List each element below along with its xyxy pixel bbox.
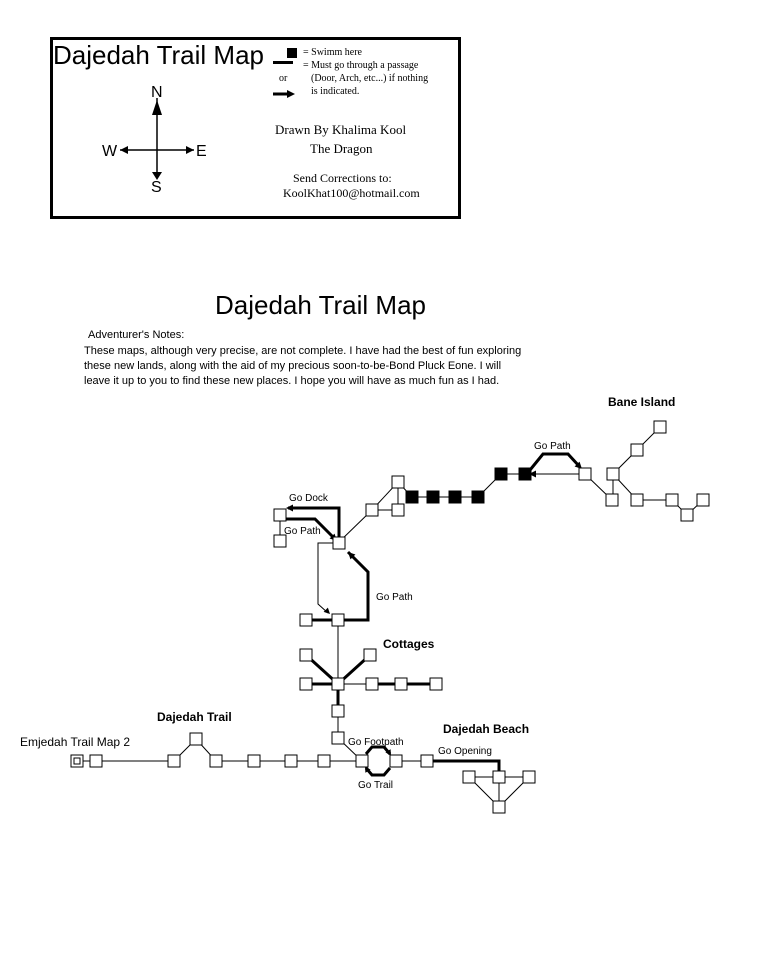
room — [605, 493, 619, 507]
arrowhead-icon — [348, 552, 356, 560]
room — [273, 508, 287, 522]
room — [394, 677, 408, 691]
passage-line — [528, 452, 581, 471]
swim-room — [518, 467, 532, 481]
path-label-go-dock: Go Dock — [289, 493, 329, 504]
corrections-email[interactable]: KoolKhat100@hotmail.com — [283, 186, 420, 200]
room — [420, 754, 434, 768]
room — [429, 677, 443, 691]
room — [462, 770, 476, 784]
passage-line — [338, 550, 370, 622]
corrections-label: Send Corrections to: — [293, 171, 392, 185]
legend-box: Dajedah Trail Map = Swimm here = Must go… — [50, 37, 461, 219]
arrowhead-icon — [529, 470, 536, 478]
legend-passage-1: = Must go through a passage — [303, 60, 419, 71]
room — [332, 536, 346, 550]
room — [189, 732, 203, 746]
room — [355, 754, 369, 768]
path-label-go-path: Go Path — [284, 526, 321, 537]
arrowhead-icon — [365, 766, 371, 773]
room — [492, 770, 506, 784]
legend-passage-3: is indicated. — [311, 86, 360, 97]
notes-text: These maps, although very precise, are n… — [84, 344, 521, 389]
room — [391, 475, 405, 489]
notes-heading: Adventurer's Notes: — [88, 329, 185, 341]
passage-line — [364, 745, 392, 755]
arrowhead-icon — [323, 607, 330, 614]
swim-room — [405, 490, 419, 504]
swim-room — [448, 490, 462, 504]
room — [653, 420, 667, 434]
swim-room — [471, 490, 485, 504]
swim-square-icon — [287, 48, 297, 58]
room — [331, 704, 345, 718]
room — [680, 508, 694, 522]
room — [630, 443, 644, 457]
swim-room — [494, 467, 508, 481]
room — [299, 648, 313, 662]
legend-title: Dajedah Trail Map — [53, 40, 264, 70]
arrowhead-icon — [385, 749, 391, 756]
compass-n: N — [151, 84, 163, 101]
area-label-bane-island: Bane Island — [608, 395, 675, 409]
passage-line — [364, 767, 392, 777]
compass-e: E — [196, 143, 207, 160]
passage-line — [285, 517, 337, 541]
path-label-go-trail: Go Trail — [358, 780, 393, 791]
notes-line: these new lands, along with the aid of m… — [84, 360, 502, 372]
drawn-by: Drawn By Khalima Kool — [275, 122, 407, 137]
room — [273, 534, 287, 548]
legend-passage-2: (Door, Arch, etc...) if nothing — [311, 73, 429, 84]
compass-icon: N S W E — [100, 80, 210, 200]
passage-line — [427, 759, 501, 771]
passage-arrow-icon — [273, 86, 297, 104]
room — [331, 677, 345, 691]
passage-line — [288, 506, 341, 543]
legend-swim: = Swimm here — [303, 47, 362, 58]
room — [578, 467, 592, 481]
room — [89, 754, 103, 768]
room — [209, 754, 223, 768]
exit-marker-icon — [73, 757, 81, 765]
compass-w: W — [102, 143, 118, 160]
room — [363, 648, 377, 662]
path-label-go-path: Go Path — [534, 441, 571, 452]
path-label-go-footpath: Go Footpath — [348, 737, 404, 748]
area-label-dajedah-trail: Dajedah Trail — [157, 710, 232, 724]
room — [317, 754, 331, 768]
room — [284, 754, 298, 768]
room — [389, 754, 403, 768]
room — [247, 754, 261, 768]
trail-line — [317, 542, 339, 614]
room — [630, 493, 644, 507]
room — [331, 731, 345, 745]
room — [365, 677, 379, 691]
exit-label-emjedah[interactable]: Emjedah Trail Map 2 — [20, 735, 130, 749]
path-label-go-opening: Go Opening — [438, 746, 492, 757]
room — [391, 503, 405, 517]
arrowhead-icon — [574, 461, 582, 469]
arrowhead-icon — [286, 504, 293, 512]
legend-subtitle: The Dragon — [310, 141, 373, 156]
swim-room — [426, 490, 440, 504]
room — [167, 754, 181, 768]
room — [331, 613, 345, 627]
notes-line: leave it up to you to find these new pla… — [84, 375, 500, 387]
compass-s: S — [151, 179, 162, 195]
area-label-cottages: Cottages — [383, 637, 435, 651]
room — [365, 503, 379, 517]
legend-or: or — [279, 73, 288, 84]
room — [299, 677, 313, 691]
room — [299, 613, 313, 627]
area-label-dajedah-beach: Dajedah Beach — [443, 722, 529, 736]
page-title: Dajedah Trail Map — [215, 290, 426, 320]
room — [696, 493, 710, 507]
notes-line: These maps, although very precise, are n… — [84, 345, 522, 357]
room — [492, 800, 506, 814]
room — [665, 493, 679, 507]
room — [606, 467, 620, 481]
room — [522, 770, 536, 784]
passage-line-icon — [273, 61, 293, 64]
path-label-go-path: Go Path — [376, 592, 413, 603]
